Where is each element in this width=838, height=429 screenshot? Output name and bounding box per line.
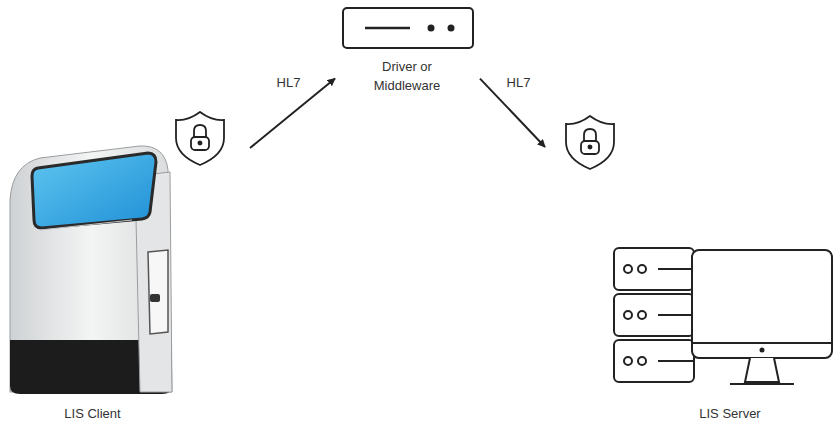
node-label: LIS Server (670, 404, 790, 423)
server-node: LIS Server (545, 147, 833, 425)
middleware-icon (343, 8, 473, 48)
protocol-label: HL7 (275, 75, 303, 91)
client-node: LIS Client (5, 148, 250, 425)
protocol-label: HL7 (505, 75, 533, 91)
node-label: LIS Client (5, 404, 180, 423)
lock-shield (176, 112, 224, 165)
server-icon (614, 248, 832, 384)
lock-shield (566, 116, 614, 169)
analyzer-device (10, 146, 172, 394)
node-label: Driver or Middleware (357, 57, 457, 95)
middleware-node: Driver or Middleware (335, 5, 480, 97)
